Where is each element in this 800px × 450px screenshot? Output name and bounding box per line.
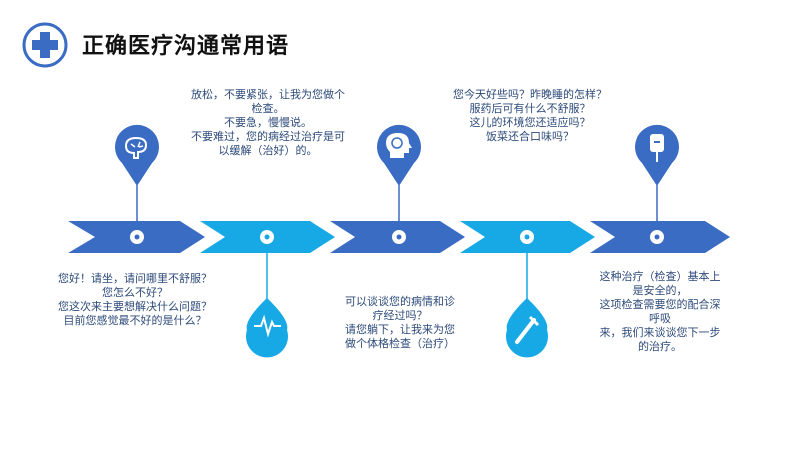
heartbeat-icon [246,298,288,358]
step-4-text: 您今天好些吗？昨晚睡的怎样？服药后可有什么不舒服？这儿的环境您还适应吗？饭菜还合… [453,88,607,143]
brain-icon [115,124,159,186]
medical-cross-icon [22,22,68,68]
head-brain-icon [377,124,421,186]
page-title: 正确医疗沟通常用语 [82,34,290,59]
step-3-text: 可以谈谈您的病情和诊疗经过吗？请您躺下，让我来为您做个体格检查（治疗） [345,295,455,350]
step-2-text: 放松，不要紧张，让我为您做个检查。不要急，慢慢说。不要难过，您的病经过治疗是可以… [191,88,345,157]
iv-bag-icon [635,124,680,186]
step-1-text: 您好！请坐，请问哪里不舒服？您怎么不好？您这次来主要想解决什么问题？目前您感觉最… [58,272,212,327]
dropper-icon [506,298,548,358]
step-5-text: 这种治疗（检查）基本上是安全的，这项检查需要您的配合深呼吸来，我们来谈谈您下一步… [599,270,721,353]
